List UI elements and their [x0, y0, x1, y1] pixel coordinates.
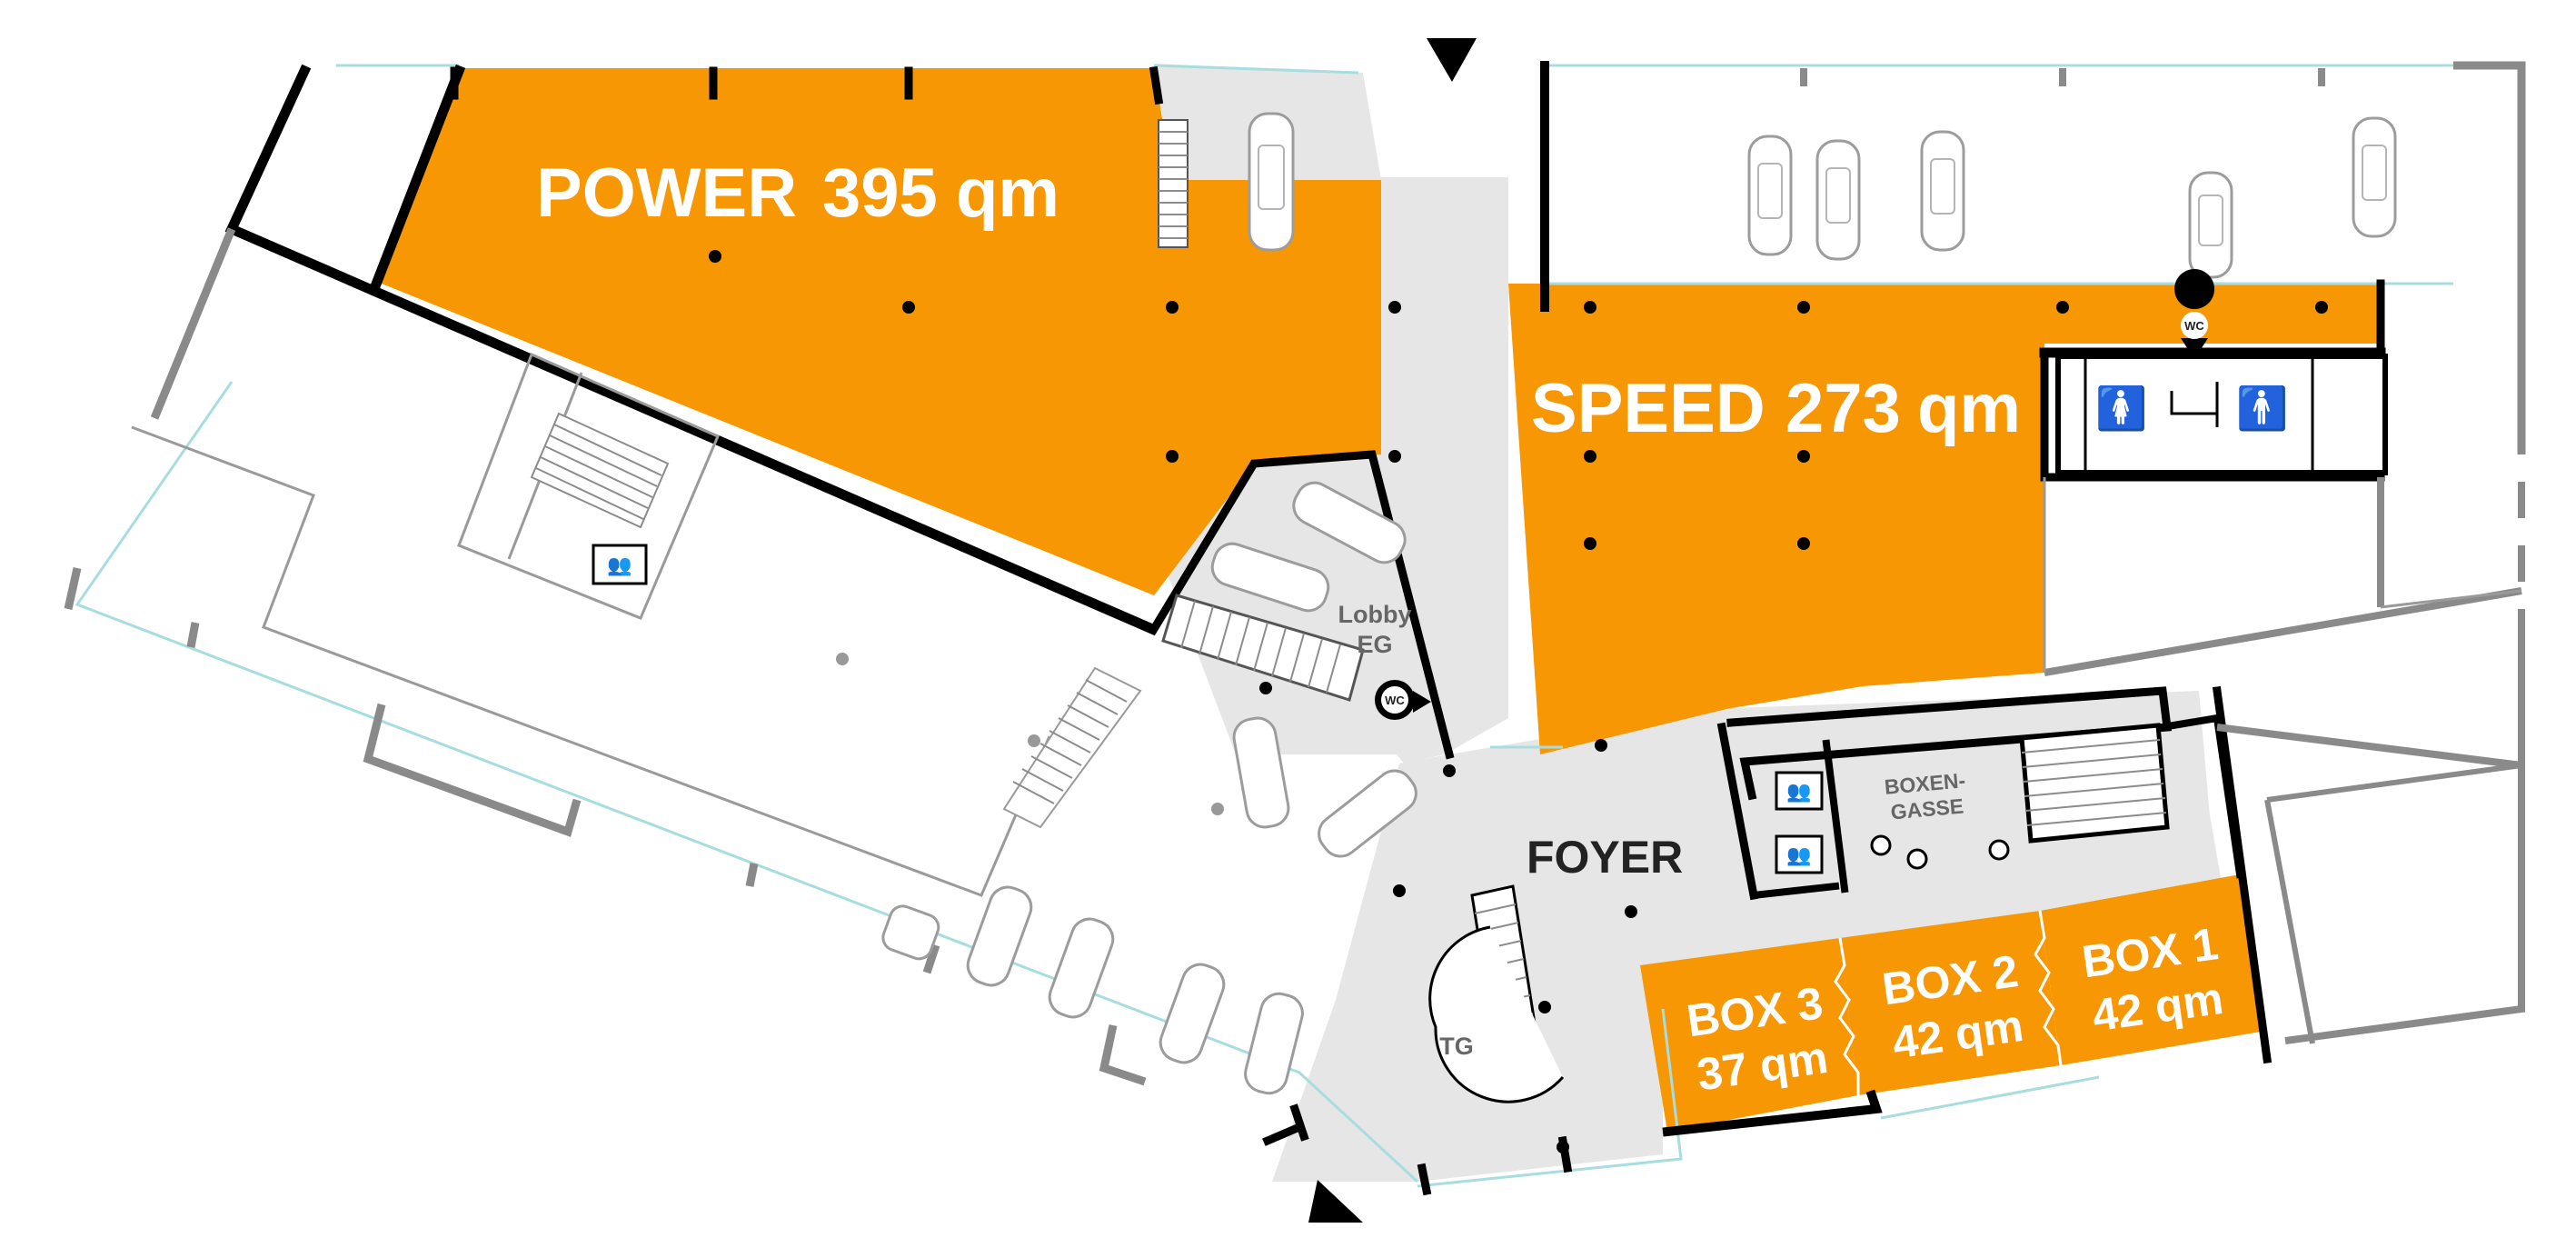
elevator-icon: 👥	[1775, 834, 1824, 874]
stairs-icon	[1161, 594, 1365, 702]
wc-label: WC	[1385, 694, 1405, 707]
box-divider	[1834, 937, 1860, 1095]
lobby-label: Lobby	[1338, 601, 1412, 628]
svg-text:🚹: 🚹	[2236, 384, 2288, 433]
room-power-area: 395	[822, 155, 938, 232]
room-box1[interactable]	[2040, 874, 2261, 1065]
wc-marker-icon[interactable]: WC	[2174, 269, 2215, 359]
car-icon	[1232, 716, 1290, 829]
car-icon	[1210, 542, 1330, 613]
car-icon	[1318, 769, 1417, 858]
boxengasse-markers	[1870, 834, 2010, 870]
garage-ramp	[1428, 925, 1565, 1103]
lobby-floor-label: EG	[1357, 631, 1392, 658]
stairs-icon	[1158, 119, 1189, 248]
svg-text:👥: 👥	[1786, 844, 1811, 866]
tg-label: TG	[1439, 1033, 1474, 1060]
foyer-label: FOYER	[1527, 832, 1683, 883]
room-power[interactable]	[377, 68, 1381, 595]
stairs-icon	[530, 412, 670, 529]
car-icon	[1048, 917, 1115, 1019]
elevator-icon: 👥	[1775, 771, 1824, 811]
wc-marker-icon[interactable]: WC	[1375, 680, 1431, 720]
room-power-name: POWER	[536, 155, 797, 232]
room-speed-name: SPEED	[1531, 370, 1765, 447]
room-speed[interactable]	[1508, 284, 2381, 754]
room-power-unit: qm	[956, 155, 1059, 232]
elevator-icon: 👥	[592, 544, 648, 585]
room-speed-area: 273	[1785, 370, 1901, 447]
box-divider	[2034, 910, 2063, 1066]
entrance-arrow-icon[interactable]	[1427, 38, 1477, 82]
car-icon	[1747, 135, 1793, 256]
stairs-icon	[2019, 723, 2170, 844]
room-box3[interactable]	[1640, 938, 1858, 1132]
car-icon	[1159, 963, 1226, 1064]
wc-label: WC	[2184, 319, 2204, 333]
car-icon	[2352, 116, 2397, 238]
stairs-icon	[1002, 666, 1142, 829]
toilet-icon: 🚺 🚹	[2055, 354, 2388, 475]
car-icon	[881, 904, 940, 961]
car-icon	[1248, 112, 1295, 252]
car-icon	[1920, 130, 1965, 252]
svg-text:🚺: 🚺	[2095, 384, 2147, 433]
car-icon	[1244, 992, 1304, 1095]
car-icon	[2188, 171, 2233, 279]
room-box2[interactable]	[1840, 911, 2061, 1095]
columns	[709, 250, 2328, 1153]
car-icon	[1292, 481, 1407, 564]
room-speed-unit: qm	[1917, 370, 2021, 447]
car-icon	[966, 885, 1033, 987]
entrance-arrow-icon[interactable]	[1308, 1180, 1363, 1223]
svg-text:👥: 👥	[1786, 780, 1811, 803]
svg-text:👥: 👥	[607, 554, 632, 576]
car-icon	[1815, 139, 1861, 261]
glass-facade	[75, 64, 2453, 1188]
